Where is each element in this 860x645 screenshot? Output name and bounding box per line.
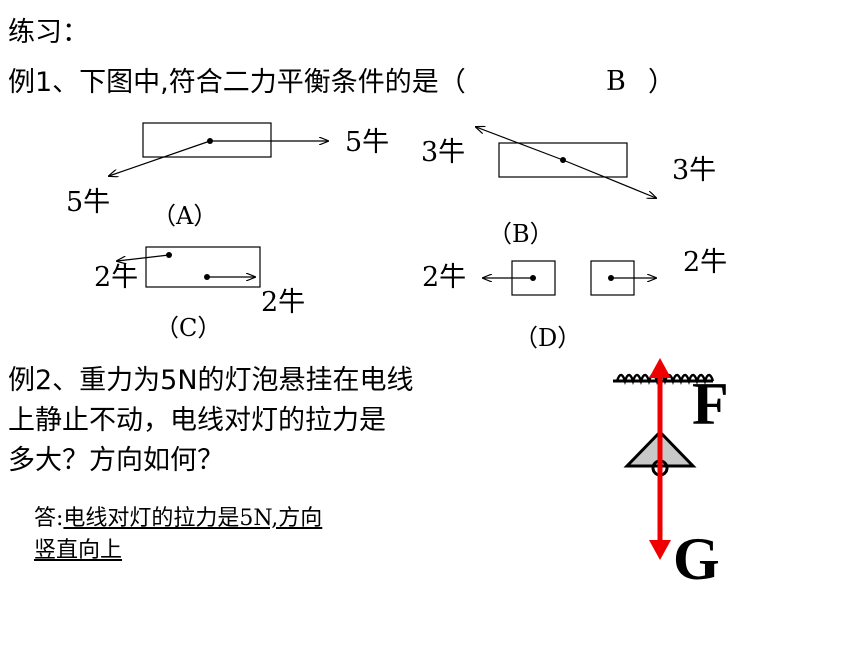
diagram-a-arrow-left	[109, 140, 211, 176]
diagram-b-block	[498, 142, 628, 178]
exercise-heading: 练习：	[8, 17, 89, 48]
example1-question: 例1、下图中,符合二力平衡条件的是（	[8, 60, 466, 99]
diagram-a-force-left-label: 5牛	[66, 187, 111, 218]
force-diagram	[613, 358, 715, 560]
answer-line1: 答:电线对灯的拉力是5N,方向	[34, 500, 322, 532]
example2-line3: 多大？方向如何？	[8, 445, 224, 476]
diagram-b-arrow-left	[476, 127, 564, 161]
force-g-label: G	[673, 526, 720, 592]
answer-prefix: 答:	[34, 506, 64, 531]
diagram-d-force-left-label: 2牛	[422, 262, 467, 293]
diagram-b-arrow-right	[562, 159, 656, 198]
diagram-d	[483, 260, 656, 296]
diagram-a-force-right-label: 5牛	[345, 127, 390, 158]
example1-question-prefix: 例1、下图中,符合二力平衡条件的是（	[8, 67, 466, 98]
diagram-c-arrow-left	[117, 254, 170, 261]
diagram-a-block	[142, 122, 272, 158]
diagram-c-force-left-label: 2牛	[94, 262, 139, 293]
example2-line1: 例2、重力为5N的灯泡悬挂在电线	[8, 365, 414, 396]
diagram-b	[476, 127, 656, 198]
diagram-c	[117, 246, 261, 288]
ceiling-hatching	[615, 373, 715, 385]
diagram-b-force-left-label: 3牛	[421, 137, 466, 168]
example1-answer: B	[606, 66, 626, 97]
diagram-a	[109, 122, 328, 176]
diagram-c-force-right-label: 2牛	[261, 287, 306, 318]
answer-line2: 竖直向上	[34, 538, 123, 563]
diagram-b-caption: （B）	[488, 220, 554, 248]
diagram-d-force-right-label: 2牛	[683, 247, 728, 278]
diagram-c-block	[145, 246, 261, 288]
answer-text-1: 电线对灯的拉力是5N,方向	[63, 506, 323, 531]
diagram-d-caption: （D）	[514, 324, 582, 352]
diagram-b-force-right-label: 3牛	[672, 155, 717, 186]
example2-line2: 上静止不动，电线对灯的拉力是	[8, 405, 386, 436]
example1-question-suffix: ）	[648, 67, 675, 98]
diagram-a-caption: （A）	[152, 202, 218, 230]
diagram-c-caption: （C）	[155, 314, 222, 342]
